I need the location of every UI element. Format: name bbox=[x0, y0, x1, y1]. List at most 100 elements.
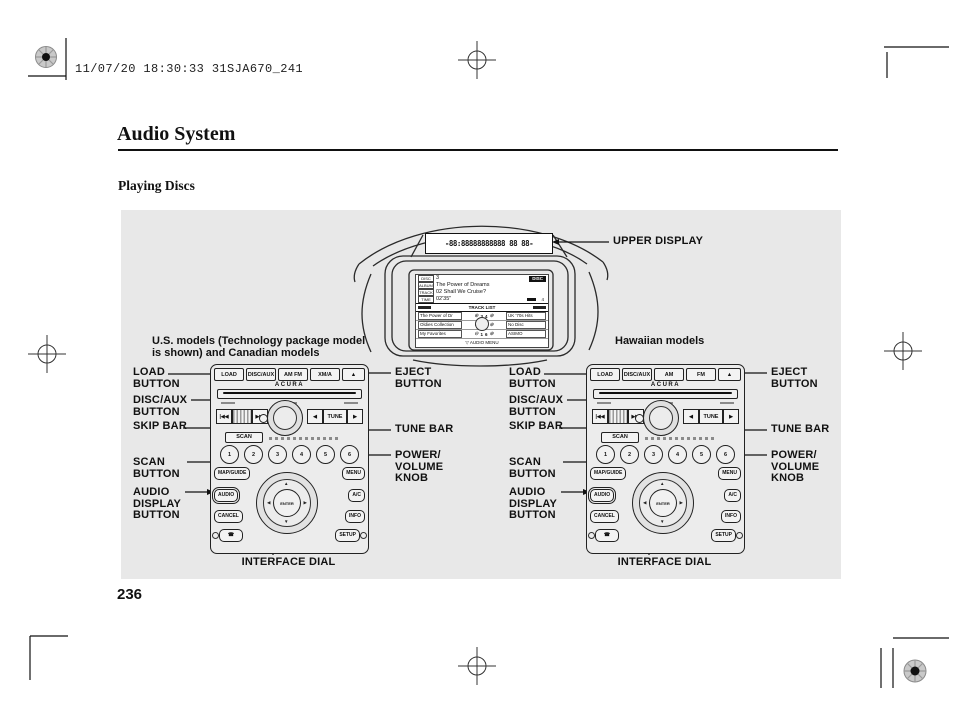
section-heading: Playing Discs bbox=[118, 178, 195, 193]
scan-button: SCAN bbox=[225, 432, 263, 443]
preset-5-button: 5 bbox=[692, 445, 711, 464]
figure-box: -88:88888888888 88 88- UPPER DISPLAY DIS… bbox=[121, 210, 841, 579]
tune-label: TUNE bbox=[699, 409, 723, 424]
audio-menu-label: AUDIO MENU bbox=[469, 340, 499, 345]
time-value: 02'35" bbox=[436, 296, 452, 302]
callout-scan-button: SCAN BUTTON bbox=[133, 456, 180, 480]
volume-number: 4 bbox=[541, 297, 544, 302]
interface-dial: ▲ ▼ ◀ ▶ ENTER bbox=[632, 472, 694, 534]
preset-4-button: 4 bbox=[292, 445, 311, 464]
load-button: LOAD bbox=[214, 368, 244, 381]
preset-buttons: 1 2 3 4 5 6 bbox=[220, 445, 359, 464]
map-guide-button: MAP/GUIDE bbox=[590, 467, 627, 480]
screen-footer: ▽ AUDIO MENU bbox=[416, 339, 548, 346]
callout-eject-button: EJECT BUTTON bbox=[771, 366, 818, 390]
tune-down-icon: ◀ bbox=[683, 409, 699, 424]
preset-6-button: 6 bbox=[716, 445, 735, 464]
screw-icon bbox=[360, 532, 367, 539]
dial-right-icon: ▶ bbox=[679, 500, 683, 505]
preset-4-button: 4 bbox=[668, 445, 687, 464]
xm-button: XM/A bbox=[310, 368, 340, 381]
preset-2-button: 2 bbox=[620, 445, 639, 464]
callout-interface-dial: INTERFACE DIAL bbox=[241, 556, 336, 568]
skip-bar: |◀◀ ▶▶| bbox=[216, 409, 268, 424]
print-meta-line: 11/07/20 18:30:33 31SJA670_241 bbox=[75, 62, 304, 76]
setup-button: SETUP bbox=[711, 529, 736, 542]
disc-icon: ⊖ bbox=[474, 331, 479, 337]
audio-panel-hawaii: LOAD DISC/AUX AM FM ▲ ACURA |◀◀ ▶▶| VOL … bbox=[586, 364, 745, 554]
disc-aux-button: DISC/AUX bbox=[622, 368, 652, 381]
phone-button: ☎ bbox=[219, 529, 243, 542]
cancel-button: CANCEL bbox=[590, 510, 619, 523]
disc-title-left: Oldies Collection bbox=[418, 321, 462, 329]
preset-6-button: 6 bbox=[340, 445, 359, 464]
dial-right-icon: ▶ bbox=[303, 500, 307, 505]
screw-icon bbox=[736, 532, 743, 539]
enter-button: ENTER bbox=[649, 489, 677, 517]
screen-menu-bar: TRACK LIST bbox=[416, 303, 548, 312]
dial-left-icon: ◀ bbox=[643, 500, 647, 505]
am-button: AM bbox=[654, 368, 684, 381]
registration-target-bottom-right bbox=[903, 659, 927, 683]
preset-1-button: 1 bbox=[220, 445, 239, 464]
callout-disc-aux-button: DISC/AUX BUTTON bbox=[509, 394, 564, 418]
acura-logo: ACURA bbox=[650, 382, 681, 388]
upper-display-arrow bbox=[552, 239, 609, 245]
fm-button: FM bbox=[686, 368, 716, 381]
acura-logo: ACURA bbox=[274, 382, 305, 388]
down-triangle-icon: ▽ bbox=[465, 340, 469, 345]
tune-up-icon: ▶ bbox=[347, 409, 363, 424]
crosshair-top-center bbox=[458, 41, 496, 79]
audio-panel-us: LOAD DISC/AUX AM FM XM/A ▲ ACURA |◀◀ ▶▶|… bbox=[210, 364, 369, 554]
callout-audio-display-button: AUDIO DISPLAY BUTTON bbox=[509, 486, 557, 521]
callout-tune-bar: TUNE BAR bbox=[395, 423, 454, 435]
dial-up-icon: ▲ bbox=[284, 481, 289, 486]
crosshair-left-center bbox=[28, 335, 66, 373]
preset-2-button: 2 bbox=[244, 445, 263, 464]
callout-skip-bar: SKIP BAR bbox=[509, 420, 563, 432]
open-change-hint bbox=[269, 437, 338, 440]
skip-back-icon: |◀◀ bbox=[592, 409, 608, 424]
disc-num: 4 bbox=[485, 313, 488, 319]
eject-button: ▲ bbox=[718, 368, 741, 381]
info-button: INFO bbox=[721, 510, 741, 523]
cd-slot bbox=[593, 389, 738, 399]
dial-left-icon: ◀ bbox=[267, 500, 271, 505]
phone-button: ☎ bbox=[595, 529, 619, 542]
callout-skip-bar: SKIP BAR bbox=[133, 420, 187, 432]
interface-dial: ▲ ▼ ◀ ▶ ENTER bbox=[256, 472, 318, 534]
callout-power-volume-knob: POWER/ VOLUME KNOB bbox=[771, 449, 820, 484]
disc-tag: DISC bbox=[418, 275, 434, 282]
disc-title-right: No Disc bbox=[506, 321, 546, 329]
crosshair-bottom-center bbox=[458, 647, 496, 685]
menu-bar-right-blob bbox=[533, 306, 546, 309]
callout-scan-button: SCAN BUTTON bbox=[509, 456, 556, 480]
caption-us-models: U.S. models (Technology package model is… bbox=[152, 335, 366, 359]
tune-down-icon: ◀ bbox=[307, 409, 323, 424]
screw-icon bbox=[212, 532, 219, 539]
disc-aux-button: DISC/AUX bbox=[246, 368, 276, 381]
tune-bar: ◀ TUNE ▶ bbox=[307, 409, 363, 424]
volume-gauge bbox=[527, 298, 536, 301]
disc-title-left: The Power of Dr bbox=[418, 312, 462, 320]
scan-button: SCAN bbox=[601, 432, 639, 443]
preset-1-button: 1 bbox=[596, 445, 615, 464]
dial-up-icon: ▲ bbox=[660, 481, 665, 486]
callout-load-button: LOAD BUTTON bbox=[133, 366, 180, 390]
dial-down-icon: ▼ bbox=[284, 519, 289, 524]
power-volume-knob bbox=[643, 400, 679, 436]
dashboard-illustration bbox=[353, 225, 609, 367]
load-button: LOAD bbox=[590, 368, 620, 381]
skip-bar-center bbox=[608, 409, 628, 424]
disc-icon: ⊕ bbox=[489, 322, 494, 328]
am-fm-button: AM FM bbox=[278, 368, 308, 381]
callout-upper-display: UPPER DISPLAY bbox=[613, 235, 704, 247]
track-list-label: TRACK LIST bbox=[468, 305, 496, 310]
disc-icon: ⊕ bbox=[474, 313, 479, 319]
power-volume-knob bbox=[267, 400, 303, 436]
disc-title-right: UK '70s Hits bbox=[506, 312, 546, 320]
ac-button: A/C bbox=[724, 489, 741, 502]
screw-icon bbox=[588, 532, 595, 539]
